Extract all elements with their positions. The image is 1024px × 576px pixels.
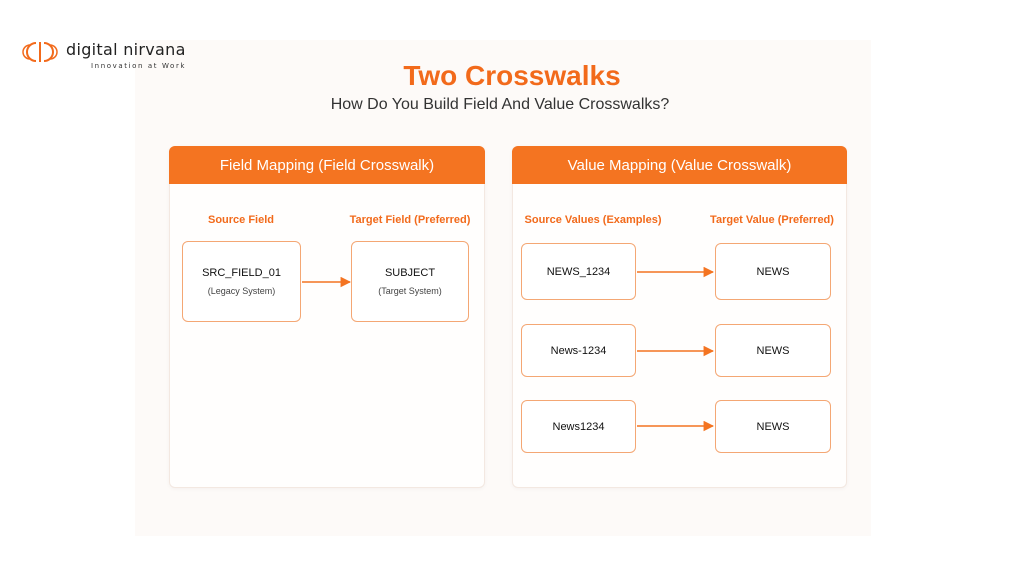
target-value-box-3: NEWS (715, 400, 831, 453)
target-value-text: NEWS (756, 344, 790, 357)
brand-logo: digital nirvana Innovation at Work (22, 40, 197, 74)
dn-logo-icon (22, 42, 58, 62)
source-values-label: Source Values (Examples) (524, 214, 662, 226)
source-value-text: NEWS_1234 (546, 265, 611, 278)
source-value-text: News-1234 (550, 344, 607, 357)
source-value-text: News1234 (552, 420, 605, 433)
target-field-system: (Target System) (378, 286, 442, 296)
source-field-name: SRC_FIELD_01 (202, 267, 281, 279)
target-value-label: Target Value (Preferred) (710, 214, 834, 226)
target-value-text: NEWS (756, 420, 790, 433)
brand-name: digital nirvana (66, 40, 186, 59)
target-field-label: Target Field (Preferred) (349, 214, 471, 226)
brand-tagline: Innovation at Work (91, 62, 187, 70)
target-value-text: NEWS (756, 265, 790, 278)
target-value-box-2: NEWS (715, 324, 831, 377)
field-mapping-header: Field Mapping (Field Crosswalk) (169, 146, 485, 184)
value-mapping-header: Value Mapping (Value Crosswalk) (512, 146, 847, 184)
target-value-box-1: NEWS (715, 243, 831, 300)
slide-title: Two Crosswalks (403, 60, 621, 91)
source-value-box-2: News-1234 (521, 324, 636, 377)
source-field-label: Source Field (207, 214, 275, 226)
target-field-name: SUBJECT (384, 267, 436, 279)
slide-subtitle: How Do You Build Field And Value Crosswa… (330, 96, 670, 113)
source-value-box-1: NEWS_1234 (521, 243, 636, 300)
target-field-box: SUBJECT (Target System) (351, 241, 469, 322)
source-field-system: (Legacy System) (207, 286, 276, 296)
source-value-box-3: News1234 (521, 400, 636, 453)
source-field-box: SRC_FIELD_01 (Legacy System) (182, 241, 301, 322)
